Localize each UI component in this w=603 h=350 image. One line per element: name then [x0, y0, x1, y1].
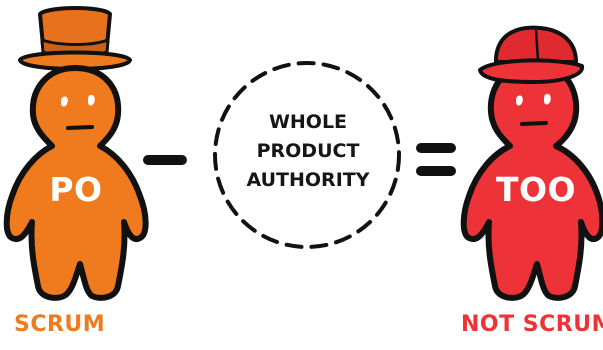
- baseball-cap-icon: [478, 25, 584, 84]
- too-character: [460, 25, 603, 301]
- center-line-authority: AUTHORITY: [246, 169, 370, 191]
- equals-sign-icon: [416, 143, 456, 176]
- center-line-product: PRODUCT: [256, 140, 360, 162]
- too-badge: TOO: [495, 170, 577, 209]
- dashed-circle: [213, 61, 401, 249]
- scrum-caption: SCRUM: [14, 312, 106, 337]
- center-line-whole: WHOLE: [268, 111, 348, 133]
- center-label: WHOLE PRODUCT AUTHORITY: [218, 108, 398, 195]
- minus-sign-icon: [143, 155, 187, 165]
- not-scrum-caption: NOT SCRUM: [461, 312, 603, 337]
- po-character: [3, 6, 149, 301]
- top-hat-icon: [18, 6, 132, 71]
- po-badge: PO: [49, 170, 103, 209]
